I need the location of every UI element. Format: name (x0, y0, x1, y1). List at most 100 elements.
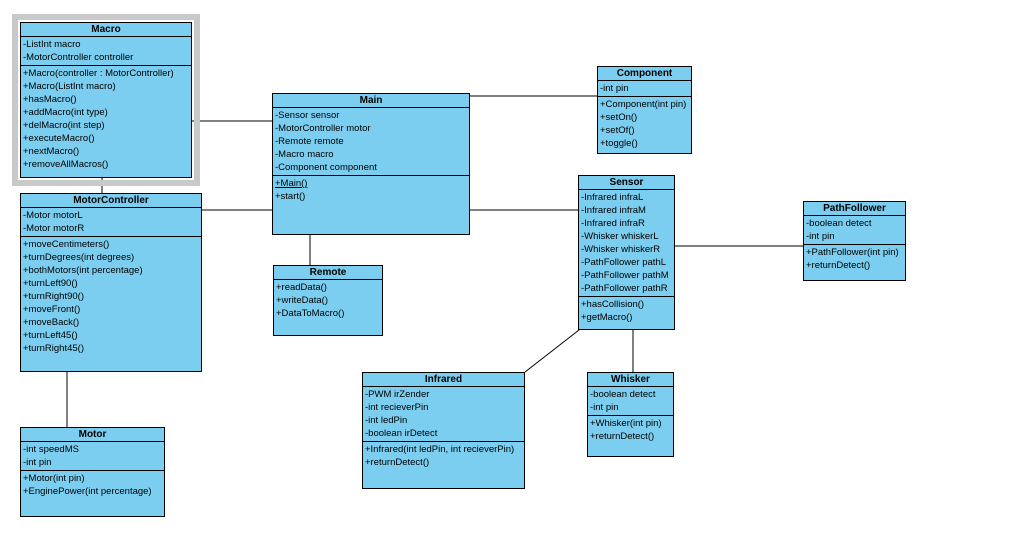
method-row: +delMacro(int step) (23, 120, 105, 131)
method-row: +hasCollision() (581, 299, 645, 310)
method-row: +Component(int pin) (600, 99, 687, 110)
method-row: +turnRight45() (23, 343, 84, 354)
method-row: +turnLeft90() (23, 278, 78, 289)
class-attributes-whisker: -boolean detect -int pin (588, 387, 673, 416)
method-row: +start() (275, 191, 306, 202)
method-row: +nextMacro() (23, 146, 80, 157)
attribute-row: -Motor motorL (23, 210, 83, 221)
attribute-row: -Component component (275, 162, 377, 173)
attribute-row: -Sensor sensor (275, 110, 340, 121)
class-attributes-macro: -ListInt macro -MotorController controlle… (21, 37, 191, 66)
attribute-row: -boolean irDetect (365, 428, 438, 439)
method-row: +Motor(int pin) (23, 473, 85, 484)
method-row: +moveFront() (23, 304, 81, 315)
attribute-row: -int pin (23, 457, 52, 468)
class-methods-main: +Main() +start() (273, 176, 469, 234)
method-row: +setOn() (600, 112, 638, 123)
class-methods-component: +Component(int pin) +setOn() +setOf() +togg… (598, 97, 691, 153)
class-node-whisker[interactable]: Whisker -boolean detect -int pin +Whisker(i… (587, 372, 674, 457)
class-attributes-infrared: -PWM irZender -int recieverPin -int ledPin… (363, 387, 524, 442)
attribute-row: -Macro macro (275, 149, 334, 160)
attribute-row: -Whisker whiskerR (581, 244, 661, 255)
attribute-row: -Motor motorR (23, 223, 85, 234)
method-row: +addMacro(int type) (23, 107, 108, 118)
attribute-row: -int pin (806, 231, 835, 242)
attribute-row: -MotorController controller (23, 52, 134, 63)
class-title-whisker: Whisker (588, 373, 673, 387)
method-row: +turnRight90() (23, 291, 84, 302)
method-row: +getMacro() (581, 312, 633, 323)
class-title-sensor: Sensor (579, 176, 674, 190)
class-node-motorcontroller[interactable]: MotorController-Motor motorL-Motor motor… (20, 193, 202, 372)
attribute-row: -PWM irZender (365, 389, 430, 400)
attribute-row: -boolean detect (590, 389, 656, 400)
class-node-pathfollower[interactable]: PathFollower -boolean detect -int pin +Path… (803, 201, 906, 281)
attribute-row: -Infrared infraL (581, 192, 644, 203)
class-node-component[interactable]: Component -int pin +Component(int pin) +set… (597, 66, 692, 154)
method-row: +PathFollower(int pin) (806, 247, 899, 258)
association-sensor-infrared[interactable] (524, 329, 580, 373)
attribute-row: -Infrared infraR (581, 218, 645, 229)
method-row: +Main() (275, 178, 308, 189)
class-methods-whisker: +Whisker(int pin) +returnDetect() (588, 416, 673, 456)
class-methods-remote: +readData() +writeData() +DataToMacro() (274, 280, 382, 335)
method-row: +returnDetect() (806, 260, 871, 271)
class-methods-motorcontroller: +moveCentimeters() +turnDegrees(int degre… (21, 237, 201, 371)
method-row: +removeAllMacros() (23, 159, 109, 170)
attribute-row: -int speedMS (23, 444, 79, 455)
class-attributes-main: -Sensor sensor-MotorController motor-Rem… (273, 108, 469, 176)
class-methods-macro: +Macro(controller : MotorController) +Mac… (21, 66, 191, 177)
class-title-component: Component (598, 67, 691, 81)
attribute-row: -PathFollower pathL (581, 257, 667, 268)
method-row: +moveCentimeters() (23, 239, 110, 250)
class-attributes-motor: -int speedMS -int pin (21, 442, 164, 471)
attribute-row: -Infrared infraM (581, 205, 646, 216)
attribute-row: -boolean detect (806, 218, 872, 229)
attribute-row: -PathFollower pathR (581, 283, 668, 294)
class-title-infrared: Infrared (363, 373, 524, 387)
method-row: +toggle() (600, 138, 638, 149)
method-row: +turnDegrees(int degrees) (23, 252, 135, 263)
method-row: +turnLeft45() (23, 330, 78, 341)
method-row: +DataToMacro() (276, 308, 345, 319)
class-title-main: Main (273, 94, 469, 108)
method-row: +moveBack() (23, 317, 80, 328)
method-row: +setOf() (600, 125, 635, 136)
attribute-row: -Whisker whiskerL (581, 231, 659, 242)
attribute-row: -ListInt macro (23, 39, 81, 50)
class-title-pathfollower: PathFollower (804, 202, 905, 216)
class-node-main[interactable]: Main -Sensor sensor -MotorController motor… (272, 93, 470, 235)
method-row: +Macro(ListInt macro) (23, 81, 116, 92)
attribute-row: -int ledPin (365, 415, 408, 426)
class-methods-sensor: +hasCollision() +getMacro() (579, 297, 674, 329)
class-node-motor[interactable]: Motor -int speedMS -int pin +Motor(int pin)… (20, 427, 165, 517)
class-title-macro: Macro (21, 23, 191, 37)
class-methods-infrared: +Infrared(int ledPin, int recieverPin)+r… (363, 442, 524, 488)
class-node-macro[interactable]: Macro -ListInt macro -MotorController cont… (12, 14, 200, 186)
method-row: +returnDetect() (590, 431, 655, 442)
class-node-remote[interactable]: Remote +readData() +writeData() +DataToMacr… (273, 265, 383, 336)
class-node-sensor[interactable]: Sensor-Infrared infraL-Infrared infraM-I… (578, 175, 675, 330)
class-node-infrared[interactable]: Infrared -PWM irZender -int recieverPin -in… (362, 372, 525, 489)
class-methods-motor: +Motor(int pin)+EnginePower(int percenta… (21, 471, 164, 516)
method-row: +bothMotors(int percentage) (23, 265, 143, 276)
method-row: +Macro(controller : MotorController) (23, 68, 174, 79)
class-methods-pathfollower: +PathFollower(int pin) +returnDetect() (804, 245, 905, 280)
class-attributes-sensor: -Infrared infraL -Infrared infraM -Infrare… (579, 190, 674, 297)
class-title-remote: Remote (274, 266, 382, 280)
attribute-row: -int pin (600, 83, 629, 94)
method-row: +readData() (276, 282, 327, 293)
class-attributes-pathfollower: -boolean detect -int pin (804, 216, 905, 245)
attribute-row: -int recieverPin (365, 402, 429, 413)
attribute-row: -int pin (590, 402, 619, 413)
attribute-row: -MotorController motor (275, 123, 371, 134)
attribute-row: -PathFollower pathM (581, 270, 669, 281)
method-row: +Whisker(int pin) (590, 418, 662, 429)
class-title-motor: Motor (21, 428, 164, 442)
method-row: +executeMacro() (23, 133, 95, 144)
class-attributes-component: -int pin (598, 81, 691, 97)
method-row: +hasMacro() (23, 94, 77, 105)
method-row: +writeData() (276, 295, 328, 306)
